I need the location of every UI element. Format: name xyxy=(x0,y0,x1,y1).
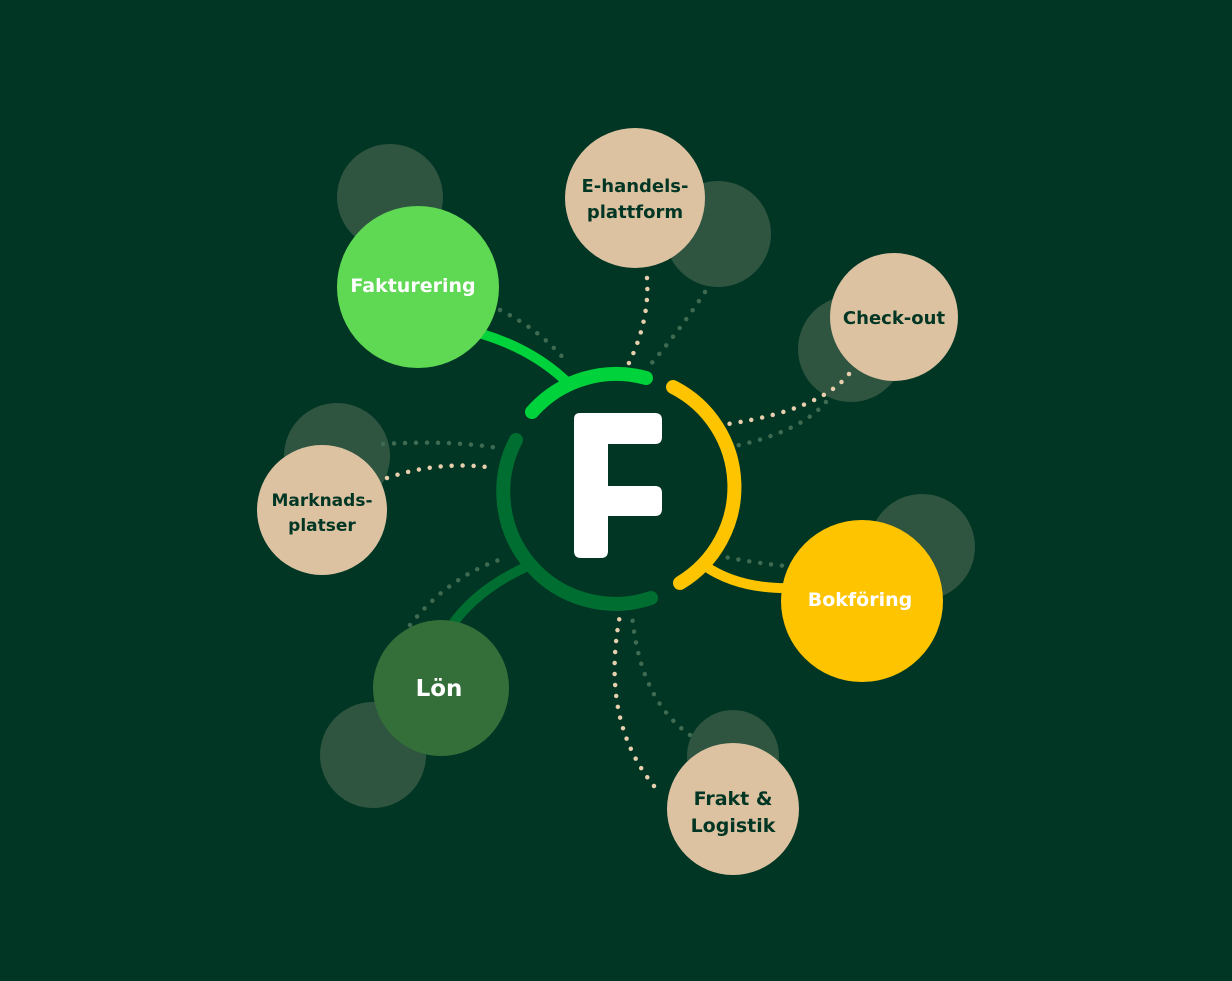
node-circle-ehandel xyxy=(565,128,705,268)
faded-connector-frakt xyxy=(629,612,693,738)
faded-connector-fakturering xyxy=(497,307,568,363)
dotted-connector-marknad xyxy=(384,463,497,481)
node-frakt[interactable]: Frakt & Logistik xyxy=(667,743,799,875)
center-logo xyxy=(574,413,662,558)
dotted-connector-ehandel xyxy=(625,275,650,368)
node-lon[interactable]: Lön xyxy=(373,620,509,756)
node-ehandel[interactable]: E-handels- plattform xyxy=(565,128,705,268)
node-label-ehandel-line2: plattform xyxy=(587,202,683,223)
node-label-marknad-line2: platser xyxy=(288,516,356,536)
logo-f-mark xyxy=(574,413,662,558)
faded-connector-ehandel xyxy=(647,289,708,368)
dotted-connector-frakt xyxy=(612,612,657,789)
node-circle-bokforing xyxy=(781,520,943,682)
connector-lon xyxy=(445,561,533,633)
node-circle-fakturering xyxy=(337,206,499,368)
dotted-connectors xyxy=(384,275,852,789)
node-bokforing[interactable]: Bokföring xyxy=(781,520,943,682)
node-circle-checkout xyxy=(830,253,958,381)
faded-connector-marknad xyxy=(380,440,501,451)
node-label-ehandel-line1: E-handels- xyxy=(582,176,689,197)
ring-arc-dark-green xyxy=(496,433,658,611)
node-marknad[interactable]: Marknads- platser xyxy=(257,445,387,575)
node-label-fakturering: Fakturering xyxy=(350,275,475,297)
dotted-connector-checkout xyxy=(725,371,852,427)
node-label-lon: Lön xyxy=(416,676,463,702)
node-fakturering[interactable]: Fakturering xyxy=(337,206,499,368)
node-circle-lon xyxy=(373,620,509,756)
node-checkout[interactable]: Check-out xyxy=(830,253,958,381)
connector-fakturering xyxy=(477,329,575,390)
node-label-checkout: Check-out xyxy=(843,308,946,329)
node-label-frakt-line1: Frakt & xyxy=(694,788,773,810)
ring-arc-yellow xyxy=(666,380,742,590)
node-circle-frakt xyxy=(667,743,799,875)
ring-arc-green xyxy=(525,366,653,419)
connector-bokforing xyxy=(700,561,800,594)
central-ring xyxy=(496,366,742,611)
faded-connector-checkout xyxy=(732,399,829,449)
node-label-frakt-line2: Logistik xyxy=(691,815,776,837)
node-circle-marknad xyxy=(257,445,387,575)
node-label-bokforing: Bokföring xyxy=(808,589,913,611)
node-label-marknad-line1: Marknads- xyxy=(272,491,373,511)
